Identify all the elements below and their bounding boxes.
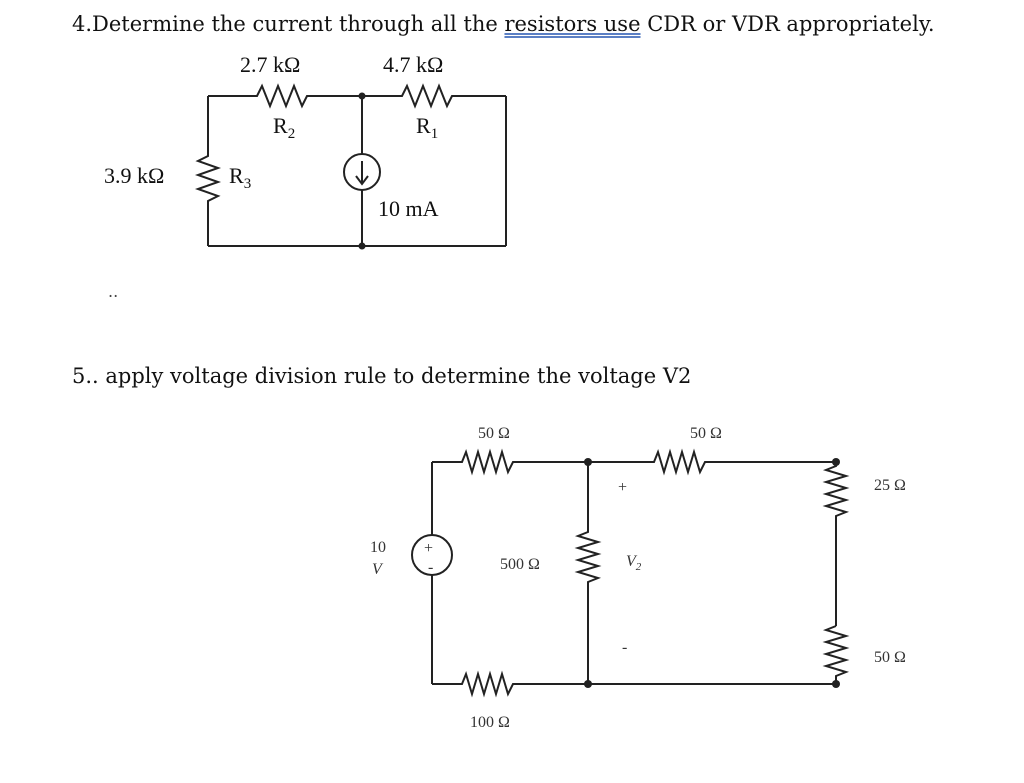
top-left-resistor-label: 50 Ω — [478, 425, 510, 442]
r1-resistor — [362, 83, 506, 109]
voltage-source — [411, 534, 453, 576]
r3-resistor — [194, 96, 222, 246]
r2-resistor — [208, 83, 362, 109]
right-top-resistor-label: 25 Ω — [874, 477, 906, 494]
bottom-resistor — [432, 670, 836, 698]
right-top-resistor — [822, 462, 850, 626]
question-4-prefix: 4.Determine the current through all the — [72, 12, 505, 36]
current-source-value-label: 10 mA — [378, 196, 439, 221]
node-dot — [358, 92, 366, 100]
node-dot — [584, 458, 592, 466]
top-left-resistor — [432, 448, 588, 476]
r1-value-label: 4.7 kΩ — [383, 52, 443, 77]
v2-label: V2 — [626, 553, 642, 573]
voltage-source-unit-label: V — [372, 561, 384, 578]
current-source-arrow — [355, 161, 369, 186]
r3-name-label: R3 — [229, 163, 251, 192]
r2-value-label: 2.7 kΩ — [240, 52, 300, 77]
bottom-resistor-label: 100 Ω — [470, 714, 510, 731]
middle-resistor — [574, 462, 602, 684]
v2-plus-label: + — [618, 479, 627, 496]
voltage-source-minus: - — [428, 559, 433, 576]
r3-value-label: 3.9 kΩ — [104, 163, 164, 188]
middle-resistor-label: 500 Ω — [500, 556, 540, 573]
node-dot — [832, 458, 840, 466]
right-bottom-resistor — [822, 625, 850, 684]
question-4-suffix: CDR or VDR appropriately. — [640, 12, 935, 36]
top-right-resistor — [588, 448, 836, 476]
question-4-text: 4.Determine the current through all the … — [72, 12, 935, 36]
node-dot — [832, 680, 840, 688]
node-dot — [358, 242, 366, 250]
ellipsis-marks: .. — [108, 282, 119, 301]
current-source — [343, 153, 381, 191]
top-right-resistor-label: 50 Ω — [690, 425, 722, 442]
voltage-source-plus: + — [424, 540, 433, 557]
question-4-underlined: resistors use — [504, 12, 641, 36]
v2-minus-label: - — [622, 639, 627, 656]
voltage-source-value-label: 10 — [370, 539, 386, 556]
right-bottom-resistor-label: 50 Ω — [874, 649, 906, 666]
question-5-text: 5.. apply voltage division rule to deter… — [72, 364, 692, 388]
r2-name-label: R2 — [273, 113, 295, 142]
r1-name-label: R1 — [416, 113, 438, 142]
node-dot — [584, 680, 592, 688]
